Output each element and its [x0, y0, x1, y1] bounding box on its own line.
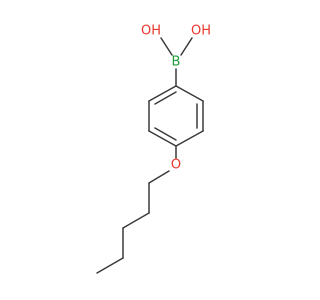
- atom-label-ether-oxygen: O: [171, 158, 181, 173]
- ring-bond-3: [175, 130, 204, 147]
- ring-bond-4: [148, 130, 177, 147]
- ring-double-bond-bottom: [154, 127, 177, 141]
- structure-diagram: OH OH B O: [96, 23, 212, 274]
- atom-label-oh-right: OH: [191, 24, 211, 39]
- bond-b-oh-right: [180, 37, 193, 56]
- bond-c2-c3: [122, 212, 150, 229]
- bond-c4-c5: [96, 257, 124, 274]
- bond-b-oh-left: [160, 37, 173, 56]
- bond-o-c1: [148, 170, 170, 184]
- ring-bond-6: [148, 85, 177, 102]
- atom-label-oh-left: OH: [141, 24, 161, 39]
- ring-bond-1: [175, 85, 204, 102]
- molecule-drawing: OH OH B O: [96, 24, 211, 274]
- atom-label-boron: B: [172, 55, 181, 70]
- ring-double-bond-top: [154, 91, 177, 105]
